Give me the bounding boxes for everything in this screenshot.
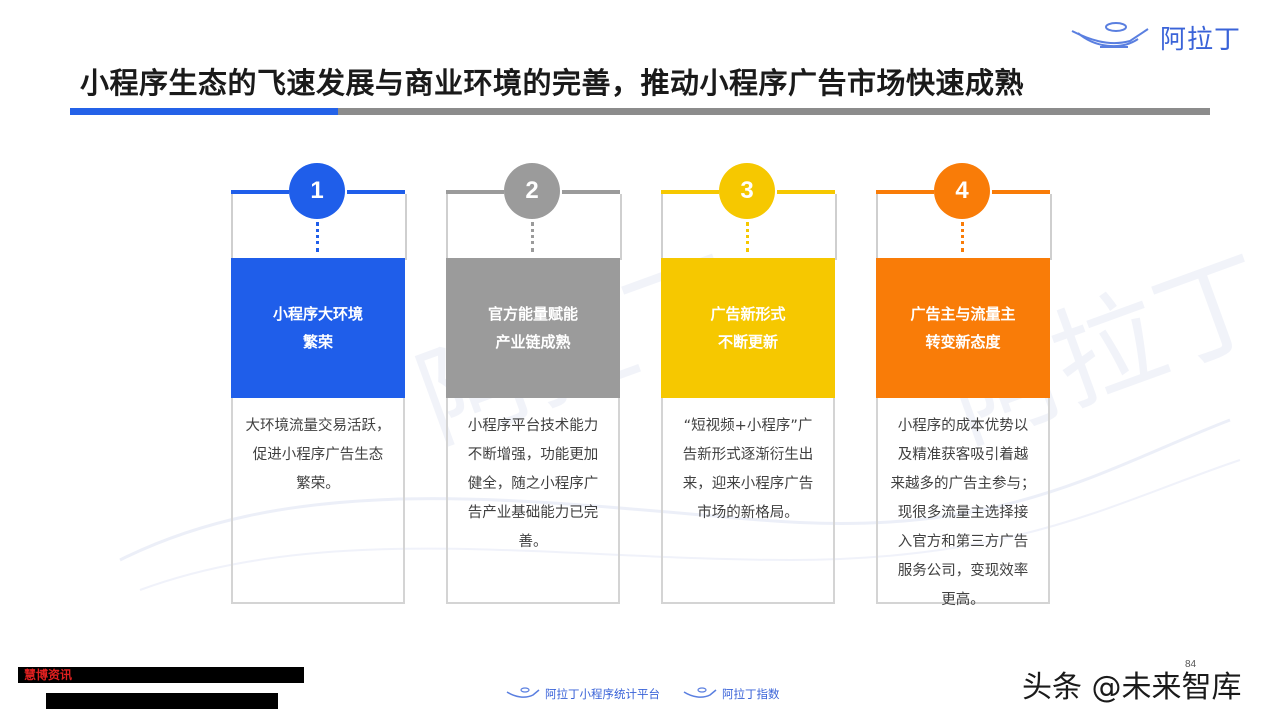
driver-card-1: 1 小程序大环境 繁荣 大环境流量交易活跃， 促进小程序广告生态 繁荣。	[231, 160, 407, 606]
card-desc-line: 及精准获客吸引着越	[897, 447, 1029, 463]
card-desc-line: 小程序平台技术能力	[467, 418, 599, 434]
card-desc-line: 告产业基础能力已完	[467, 505, 599, 521]
card-top-line-right	[777, 190, 835, 194]
source-label: 慧博资讯	[24, 668, 73, 682]
footer-logo-label: 阿拉丁指数	[722, 687, 780, 701]
driver-card-2: 2 官方能量赋能 产业链成熟 小程序平台技术能力 不断增强，功能更加 健全，随之…	[446, 160, 622, 606]
card-desc-line: 健全，随之小程序广	[467, 476, 599, 492]
card-desc-line: 现很多流量主选择接	[897, 505, 1029, 521]
card-heading-line: 转变新态度	[925, 333, 1001, 351]
card-desc-line: 大环境流量交易活跃，	[245, 418, 391, 434]
driver-card-4: 4 广告主与流量主 转变新态度 小程序的成本优势以 及精准获客吸引着越 来越多的…	[876, 160, 1052, 608]
card-number-badge: 1	[289, 163, 345, 219]
footer-logo-stats: 阿拉丁小程序统计平台	[505, 686, 660, 702]
card-heading-box: 官方能量赋能 产业链成熟	[446, 258, 620, 398]
driver-card-3: 3 广告新形式 不断更新 “短视频+小程序”广 告新形式逐渐衍生出 来，迎来小程…	[661, 160, 837, 606]
card-frame-top	[231, 194, 407, 260]
card-dotted-connector	[961, 222, 964, 252]
card-top-line-left	[876, 190, 934, 194]
card-heading-line: 小程序大环境	[272, 305, 363, 323]
card-desc-line: 繁荣。	[296, 476, 340, 492]
magic-lamp-icon	[1071, 22, 1149, 48]
card-desc-frame	[876, 398, 1050, 604]
card-heading-line: 繁荣	[302, 333, 333, 351]
card-heading-box: 广告新形式 不断更新	[661, 258, 835, 398]
card-description: 小程序平台技术能力 不断增强，功能更加 健全，随之小程序广 告产业基础能力已完 …	[452, 412, 614, 557]
card-top-line-right	[347, 190, 405, 194]
footer-logo-index: 阿拉丁指数	[682, 686, 780, 702]
card-heading-line: 不断更新	[717, 333, 778, 351]
card-heading-line: 广告主与流量主	[910, 305, 1016, 323]
card-desc-line: 入官方和第三方广告	[897, 534, 1029, 550]
card-top-line-left	[446, 190, 504, 194]
card-number-badge: 3	[719, 163, 775, 219]
brand-logo-text: 阿拉丁	[1160, 24, 1242, 55]
card-top-line-right	[992, 190, 1050, 194]
card-heading-line: 产业链成熟	[495, 333, 571, 351]
card-dotted-connector	[531, 222, 534, 252]
card-frame-top	[661, 194, 837, 260]
card-desc-line: 服务公司，变现效率	[897, 563, 1029, 579]
card-desc-frame	[231, 398, 405, 604]
card-heading-line: 官方能量赋能	[487, 305, 578, 323]
footer-logo-label: 阿拉丁小程序统计平台	[545, 687, 660, 701]
card-frame-top	[876, 194, 1052, 260]
title-underline-accent	[70, 108, 338, 115]
brand-logo: 阿拉丁	[1068, 14, 1258, 60]
toutiao-attribution: 头条 @未来智库	[1022, 670, 1242, 705]
card-frame-top	[446, 194, 622, 260]
card-desc-line: 更高。	[941, 592, 985, 608]
page-number: 84	[1185, 659, 1197, 670]
card-desc-line: 小程序的成本优势以	[897, 418, 1029, 434]
card-desc-line: 促进小程序广告生态	[252, 447, 384, 463]
card-heading-box: 广告主与流量主 转变新态度	[876, 258, 1050, 398]
magic-lamp-icon	[683, 687, 717, 698]
card-desc-line: 告新形式逐渐衍生出	[682, 447, 814, 463]
card-desc-line: 善。	[518, 534, 548, 550]
card-description: 大环境流量交易活跃， 促进小程序广告生态 繁荣。	[237, 412, 399, 499]
card-desc-line: 不断增强，功能更加	[467, 447, 599, 463]
card-heading-box: 小程序大环境 繁荣	[231, 258, 405, 398]
card-description: “短视频+小程序”广 告新形式逐渐衍生出 来，迎来小程序广告 市场的新格局。	[667, 412, 829, 528]
card-top-line-left	[661, 190, 719, 194]
card-dotted-connector	[746, 222, 749, 252]
card-desc-line: 市场的新格局。	[697, 505, 799, 521]
card-desc-frame	[661, 398, 835, 604]
page-title: 小程序生态的飞速发展与商业环境的完善，推动小程序广告市场快速成熟	[80, 66, 1025, 100]
redacted-bar: 慧博资讯	[18, 667, 304, 683]
card-number-badge: 2	[504, 163, 560, 219]
card-top-line-left	[231, 190, 289, 194]
title-underline	[70, 108, 1210, 115]
card-desc-line: “短视频+小程序”广	[683, 418, 813, 434]
footer-logos: 阿拉丁小程序统计平台 阿拉丁指数	[505, 686, 780, 702]
card-desc-line: 来越多的广告主参与；	[890, 476, 1036, 492]
magic-lamp-icon	[506, 687, 540, 698]
card-desc-frame	[446, 398, 620, 604]
card-heading-line: 广告新形式	[710, 305, 786, 323]
card-dotted-connector	[316, 222, 319, 252]
card-description: 小程序的成本优势以 及精准获客吸引着越 来越多的广告主参与； 现很多流量主选择接…	[882, 412, 1044, 615]
card-desc-line: 来，迎来小程序广告	[682, 476, 814, 492]
redacted-bar	[46, 693, 278, 709]
card-number-badge: 4	[934, 163, 990, 219]
card-top-line-right	[562, 190, 620, 194]
